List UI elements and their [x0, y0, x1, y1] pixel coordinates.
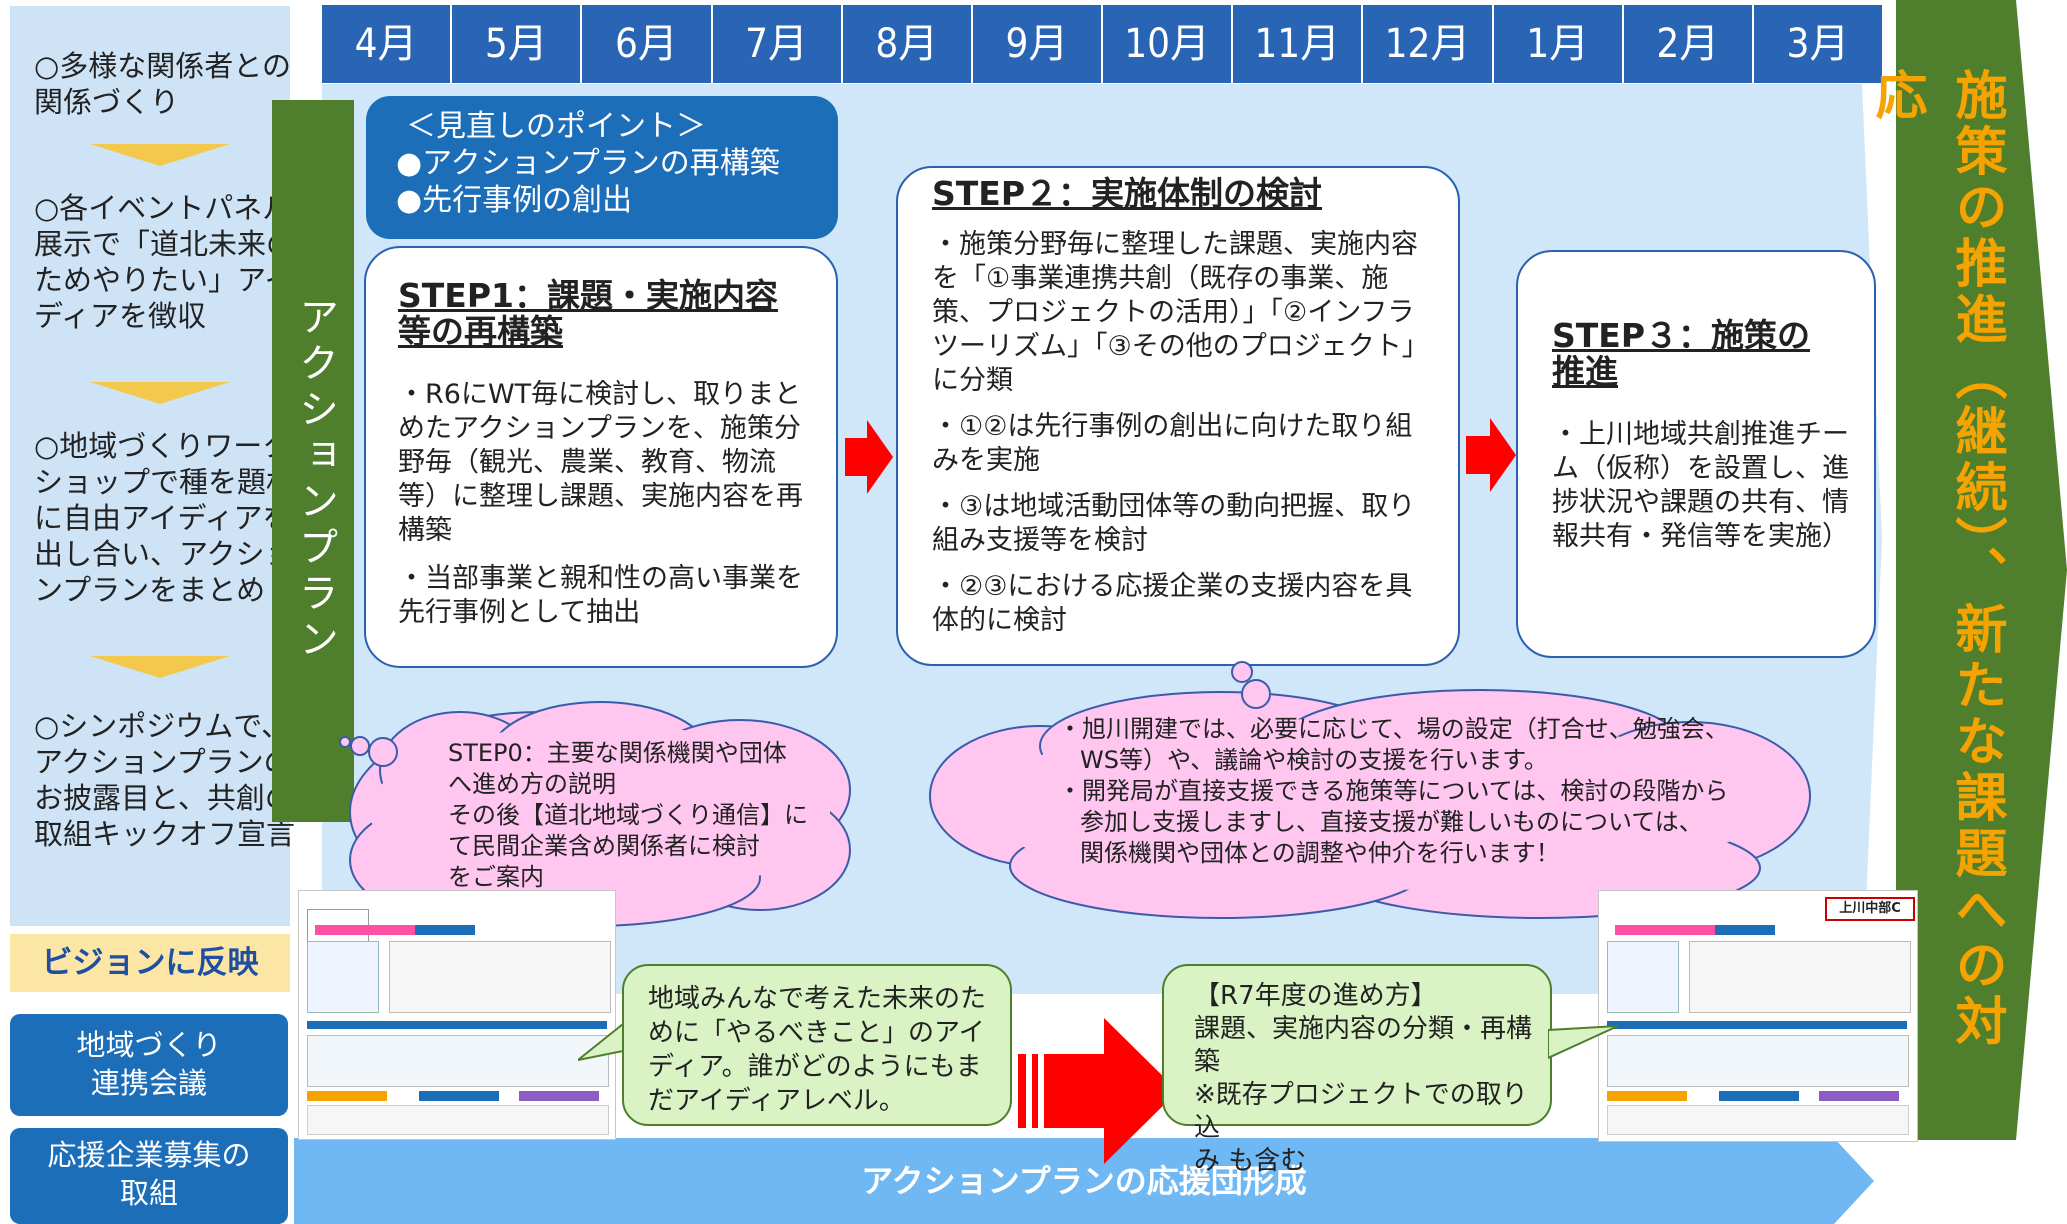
vision-reflect-label: ビジョンに反映: [10, 934, 290, 992]
month-cell: 4月: [322, 5, 453, 83]
cloud-tail-icon: [339, 736, 398, 767]
left-item-symposium: ○シンポジウムで、アクションプランのお披露目と、共創の取組キックオフ宣言: [34, 709, 296, 851]
cloud-tail-icon: [1231, 661, 1271, 709]
step2-bullet-1: ・施策分野毎に整理した課題、実施内容を「①事業連携共創（既存の事業、施策、プロジ…: [932, 229, 1429, 396]
step2-box: STEP２：実施体制の検討 ・施策分野毎に整理した課題、実施内容を「①事業連携共…: [896, 166, 1460, 666]
month-cell: 5月: [452, 5, 583, 83]
step0-line: て民間企業含め関係者に検討: [448, 832, 760, 860]
step1-box: STEP1：課題・実施内容 等の再構築 ・R6にWT毎に検討し、取りまとめたアク…: [364, 246, 838, 668]
month-cell: 1月: [1494, 5, 1624, 83]
r7-plan-line: 【R7年度の進め方】: [1194, 981, 1437, 1011]
region-badge: 上川中部C: [1825, 897, 1915, 921]
arrow-right-icon: [1018, 1018, 1178, 1164]
step3-title-2: 推進: [1552, 352, 1618, 391]
step3-body: ・上川地域共創推進チーム（仮称）を設置し、進捗状況や課題の共有、情報共有・発信等…: [1552, 419, 1849, 552]
step0-line: STEP0：主要な関係機関や団体: [448, 739, 787, 767]
bubble-tail-icon: [578, 1020, 628, 1061]
step2-bullet-4: ・②③における応援企業の支援内容を具体的に検討: [932, 571, 1413, 636]
policy-promotion-arrow: [1896, 0, 2067, 1140]
step2-bullet-2: ・①②は先行事例の創出に向けた取り組みを実施: [932, 411, 1413, 476]
action-plan-vertical-label: アクションプラン: [272, 100, 354, 822]
regional-meeting-button[interactable]: 地域づくり 連携会議: [10, 1014, 288, 1116]
support-line: 関係機関や団体との調整や仲介を行います！: [1080, 839, 1560, 867]
left-item-workshop: ○地域づくりワークショップで種を題材に自由アイディアを出し合い、アクションプラン…: [34, 429, 296, 607]
arrow-right-icon: [845, 420, 893, 494]
step0-line: をご案内: [448, 863, 544, 891]
policy-promotion-text: 施策の推進（継続）、新たな課題への対応: [1866, 68, 2006, 1050]
step3-title-1: STEP３：施策の: [1552, 316, 1811, 355]
month-cell: 11月: [1233, 5, 1364, 83]
support-text: ・旭川開建では、必要に応じて、場の設定（打合せ、勉強会、 WS等）や、議論や検討…: [1058, 714, 1818, 869]
support-line: ・旭川開建では、必要に応じて、場の設定（打合せ、勉強会、: [1058, 715, 1729, 743]
month-cell: 10月: [1103, 5, 1234, 83]
bubble-tail-icon: [1548, 1025, 1619, 1060]
review-point-2: ●先行事例の創出: [396, 183, 633, 218]
chevron-down-icon: [90, 656, 230, 678]
r7-plan-line: 課題、実施内容の分類・再構築: [1194, 1014, 1533, 1077]
step1-title-1: STEP1：課題・実施内容: [398, 276, 778, 315]
step0-cloud: [349, 701, 851, 927]
review-points-header: ＜見直しのポイント＞: [406, 109, 706, 144]
step3-box: STEP３：施策の 推進 ・上川地域共創推進チーム（仮称）を設置し、進捗状況や課…: [1516, 250, 1876, 658]
action-plan-vertical-text: アクションプラン: [292, 296, 338, 664]
supporter-formation-text: アクションプランの応援団形成: [861, 1162, 1307, 1200]
step0-line: その後【道北地域づくり通信】に: [448, 801, 808, 829]
support-line: 参加し支援しますし、直接支援が難しいものについては、: [1080, 808, 1703, 836]
step1-bullet-1: ・R6にWT毎に検討し、取りまとめたアクションプランを、施策分野毎（観光、農業、…: [398, 379, 803, 546]
step2-bullet-3: ・③は地域活動団体等の動向把握、取り組み支援等を検討: [932, 491, 1416, 556]
chevron-down-icon: [90, 144, 230, 166]
month-cell: 7月: [713, 5, 843, 83]
r7-plan-bubble: 【R7年度の進め方】 課題、実施内容の分類・再構築 ※既存プロジェクトでの取り込…: [1162, 964, 1552, 1176]
action-plan-document-thumbnail: [298, 890, 616, 1140]
left-item-relationships: ○多様な関係者との関係づくり: [34, 49, 292, 119]
step0-line: へ進め方の説明: [448, 770, 616, 798]
step2-title: STEP２：実施体制の検討: [932, 174, 1323, 213]
month-cell: 9月: [973, 5, 1104, 83]
month-cell: 12月: [1363, 5, 1494, 83]
left-item-panel-exhibit: ○各イベントパネル展示で「道北未来のためやりたい」アイディアを徴収: [34, 191, 296, 333]
review-point-1: ●アクションプランの再構築: [396, 146, 780, 181]
supporter-recruit-button[interactable]: 応援企業募集の 取組: [10, 1128, 288, 1224]
step0-text: STEP0：主要な関係機関や団体 へ進め方の説明 その後【道北地域づくり通信】に…: [448, 738, 848, 893]
idea-level-bubble: 地域みんなで考えた未来のために「やるべきこと」のアイディア。誰がどのようにもまだ…: [622, 964, 1012, 1126]
step1-bullet-2: ・当部事業と親和性の高い事業を先行事例として抽出: [398, 563, 803, 628]
supporter-formation-arrow: [294, 1138, 1874, 1224]
month-cell: 2月: [1624, 5, 1754, 83]
action-plan-document-thumbnail-right: 上川中部C: [1598, 890, 1918, 1142]
review-points-box: ＜見直しのポイント＞ ●アクションプランの再構築 ●先行事例の創出: [366, 96, 838, 239]
support-cloud: [929, 689, 1811, 919]
chevron-down-icon: [90, 382, 230, 404]
arrow-right-icon: [1466, 418, 1516, 492]
month-cell: 6月: [582, 5, 713, 83]
month-cell: 3月: [1786, 21, 1850, 67]
support-line: ・開発局が直接支援できる施策等については、検討の段階から: [1058, 777, 1729, 805]
month-header: 4月 5月 6月 7月 8月 9月 10月 11月 12月 1月 2月 3月: [322, 5, 1882, 83]
month-cell: 8月: [843, 5, 973, 83]
r7-plan-line: み も含む: [1194, 1146, 1307, 1176]
step1-title-2: 等の再構築: [398, 312, 563, 351]
r7-plan-line: ※既存プロジェクトでの取り込: [1194, 1080, 1528, 1143]
support-line: WS等）や、議論や検討の支援を行います。: [1080, 746, 1548, 774]
